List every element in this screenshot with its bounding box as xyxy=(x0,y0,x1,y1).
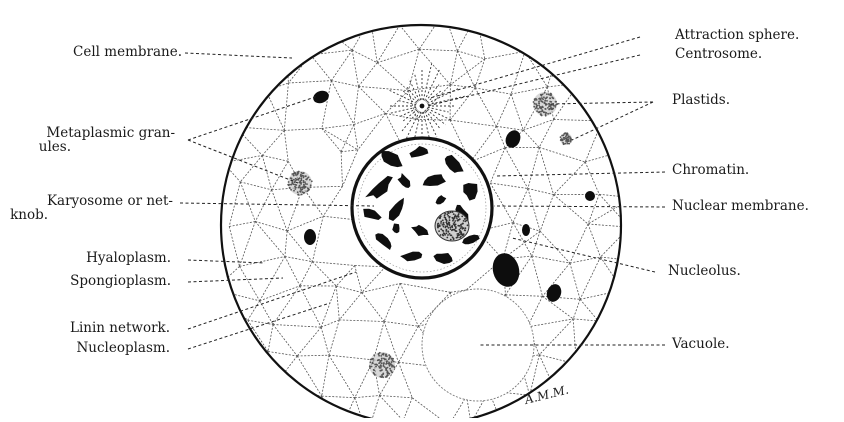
centrosome-dot xyxy=(420,104,425,109)
label-karyosome-line2: knob. xyxy=(10,209,48,222)
label-vacuole: Vacuole. xyxy=(672,338,730,351)
label-cell-membrane: Cell membrane. xyxy=(73,46,182,59)
label-hyaloplasm: Hyaloplasm. xyxy=(86,252,171,265)
label-karyosome-line1: Karyosome or net- xyxy=(47,195,173,208)
attraction-sphere-shape xyxy=(389,64,465,141)
label-nucleoplasm: Nucleoplasm. xyxy=(76,342,170,355)
artist-signature: A.M.M. xyxy=(522,383,570,408)
label-plastids: Plastids. xyxy=(672,94,730,107)
label-linin-network: Linin network. xyxy=(70,322,170,335)
label-centrosome: Centrosome. xyxy=(675,48,762,61)
label-chromatin: Chromatin. xyxy=(672,164,749,177)
nuclear-membrane-shape xyxy=(352,138,492,278)
label-spongioplasm: Spongioplasm. xyxy=(70,275,171,288)
label-metaplasmic-line2: ules. xyxy=(39,141,71,154)
nucleus xyxy=(352,138,492,278)
vacuole-shape xyxy=(422,289,534,401)
label-nuclear-membrane: Nuclear membrane. xyxy=(672,200,809,213)
nucleolus-shape xyxy=(435,211,469,241)
label-nucleolus: Nucleolus. xyxy=(668,265,741,278)
label-attraction-sphere: Attraction sphere. xyxy=(675,29,799,42)
